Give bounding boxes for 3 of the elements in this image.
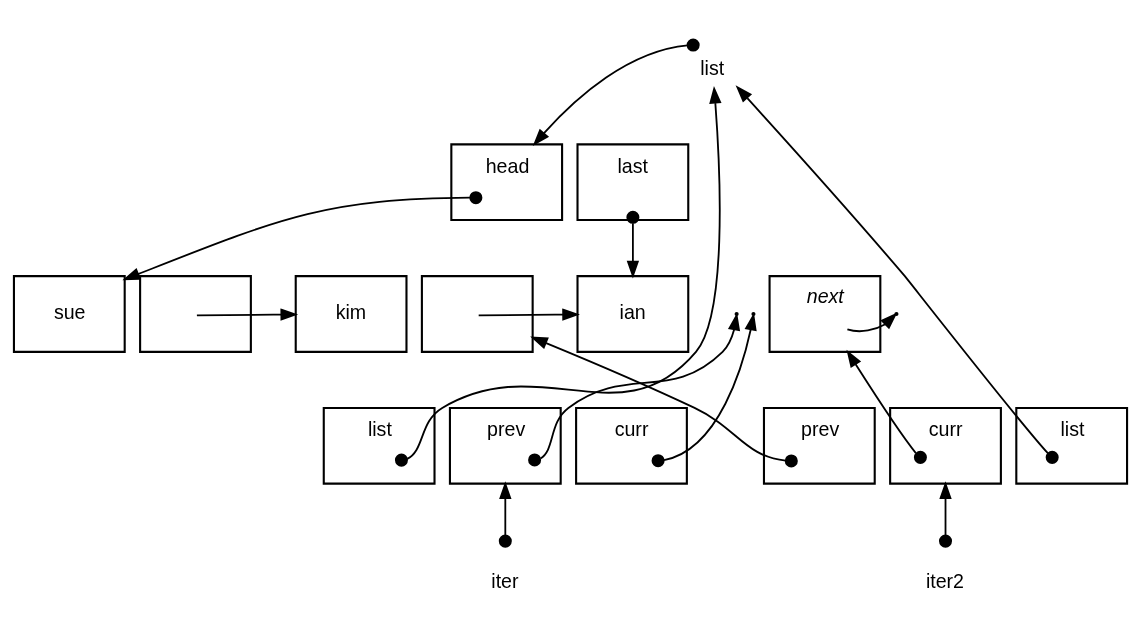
node-text: iter2 [925, 569, 965, 592]
node-text: iter [491, 569, 519, 592]
node-text: list [700, 56, 725, 79]
